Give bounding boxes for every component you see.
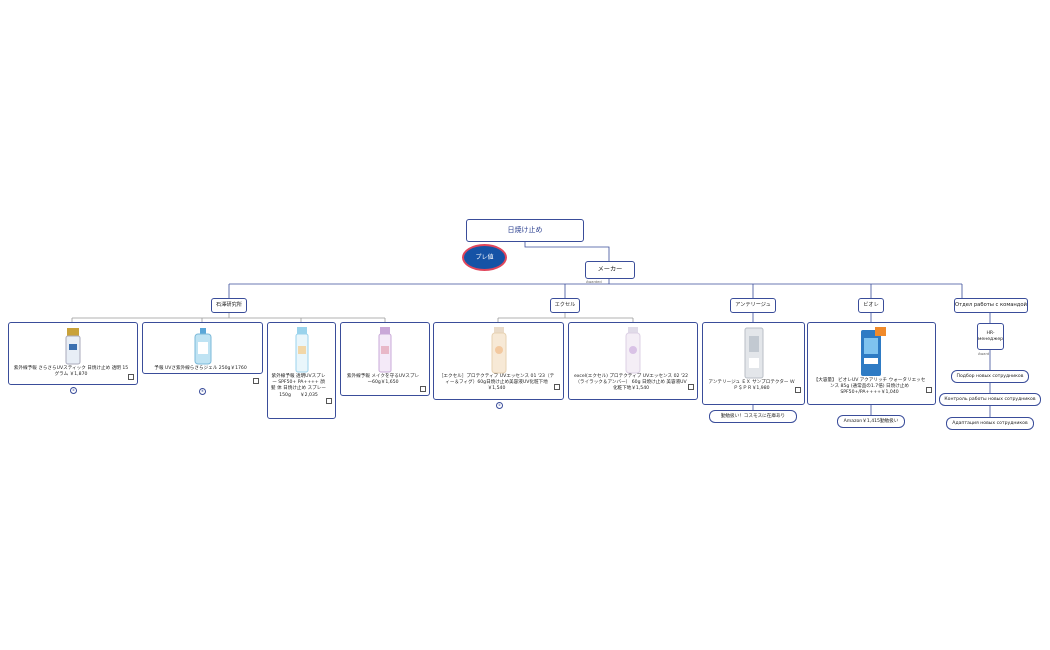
product-image — [857, 326, 887, 378]
external-link-icon[interactable] — [128, 373, 135, 380]
product-card[interactable]: 紫外線予報 さらさらUVスティック 日焼け止め 透明 15グラム ￥1,870 — [8, 322, 138, 385]
hr-task-node[interactable]: Контроль работы новых сотрудников — [939, 393, 1041, 406]
product-label: 紫外線予報 メイクを守るUVスプレー60g￥1,650 — [346, 374, 420, 386]
product-image — [623, 326, 643, 374]
product-card[interactable]: 【大容量】 ビオレUV アクアリッチ ウォータリエッセンス 85g (通常品の1… — [807, 322, 936, 405]
product-image — [489, 326, 509, 374]
product-label: ［エクセル］プロテクティブ UVエッセンス 01 '23（ティー＆フィグ）60g… — [438, 374, 555, 392]
category-anterige[interactable]: アンテリージュ — [730, 298, 776, 313]
product-card[interactable]: excel(エクセル) プロテクティブ UVエッセンス 02 '22（ライラック… — [568, 322, 698, 400]
note-anterige[interactable]: 勤勉扱い！コスモスに在庫あり — [709, 410, 797, 423]
product-card[interactable]: 紫外線予報 メイクを守るUVスプレー60g￥1,650 — [340, 322, 430, 396]
product-label: excel(エクセル) プロテクティブ UVエッセンス 02 '22（ライラック… — [573, 374, 689, 392]
external-link-icon[interactable] — [688, 383, 695, 390]
product-image — [192, 326, 214, 366]
category-ishizawa[interactable]: 石澤研究所 — [211, 298, 247, 313]
badge-icon: ① — [496, 402, 503, 409]
hr-manager-node[interactable]: HR-менеджер — [977, 323, 1004, 350]
external-link-icon[interactable] — [926, 386, 933, 393]
product-card[interactable]: ［エクセル］プロテクティブ UVエッセンス 01 '23（ティー＆フィグ）60g… — [433, 322, 564, 400]
external-link-icon[interactable] — [554, 383, 561, 390]
root-node[interactable]: 日焼け止め — [466, 219, 584, 242]
hr-task-node[interactable]: Адаптация новых сотрудников — [946, 417, 1034, 430]
maker-node[interactable]: メーカー — [585, 261, 635, 279]
category-excel[interactable]: エクセル — [550, 298, 580, 313]
product-label: アンテリージュ ＥＸ サンプロテクター ＷＰ＄ＰＲ￥1,980 — [708, 380, 795, 392]
category-biore[interactable]: ビオレ — [858, 298, 884, 313]
badge-icon: ⑥ — [199, 388, 206, 395]
product-image — [377, 326, 393, 374]
hr-manager-annotation: Award — [978, 352, 990, 356]
product-label: 【大容量】 ビオレUV アクアリッチ ウォータリエッセンス 85g (通常品の1… — [813, 378, 926, 396]
hr-task-node[interactable]: Подбор новых сотрудников — [951, 370, 1029, 383]
product-label: 紫外線予報 透明UVスプレー SPF50+ PA++++ 顔 髪 体 日焼け止め… — [271, 374, 331, 398]
product-card[interactable]: アンテリージュ ＥＸ サンプロテクター ＷＰ＄ＰＲ￥1,980 — [702, 322, 805, 405]
product-label: 予報 UVさ紫外線らさらジェル 250g￥1760 — [154, 366, 247, 371]
product-card[interactable]: 紫外線予報 透明UVスプレー SPF50+ PA++++ 顔 髪 体 日焼け止め… — [267, 322, 336, 419]
badge-icon: ① — [70, 387, 77, 394]
product-label: 紫外線予報 さらさらUVスティック 日焼け止め 透明 15グラム ￥1,870 — [13, 366, 129, 378]
category-team-dept[interactable]: Отдел работы с командой — [954, 298, 1028, 313]
note-biore[interactable]: Amazon￥1,415勤勉扱い — [837, 415, 905, 428]
product-image — [741, 326, 767, 380]
product-image — [294, 326, 310, 374]
maker-annotation: Awarded — [586, 280, 602, 284]
external-link-icon[interactable] — [420, 385, 427, 392]
external-link-icon[interactable] — [326, 397, 333, 404]
product-image — [62, 326, 84, 366]
product-card[interactable]: 予報 UVさ紫外線らさらジェル 250g￥1760 — [142, 322, 263, 384]
external-link-icon[interactable] — [253, 377, 260, 384]
pre-value-node[interactable]: プレ値 — [462, 244, 507, 271]
external-link-icon[interactable] — [795, 386, 802, 393]
